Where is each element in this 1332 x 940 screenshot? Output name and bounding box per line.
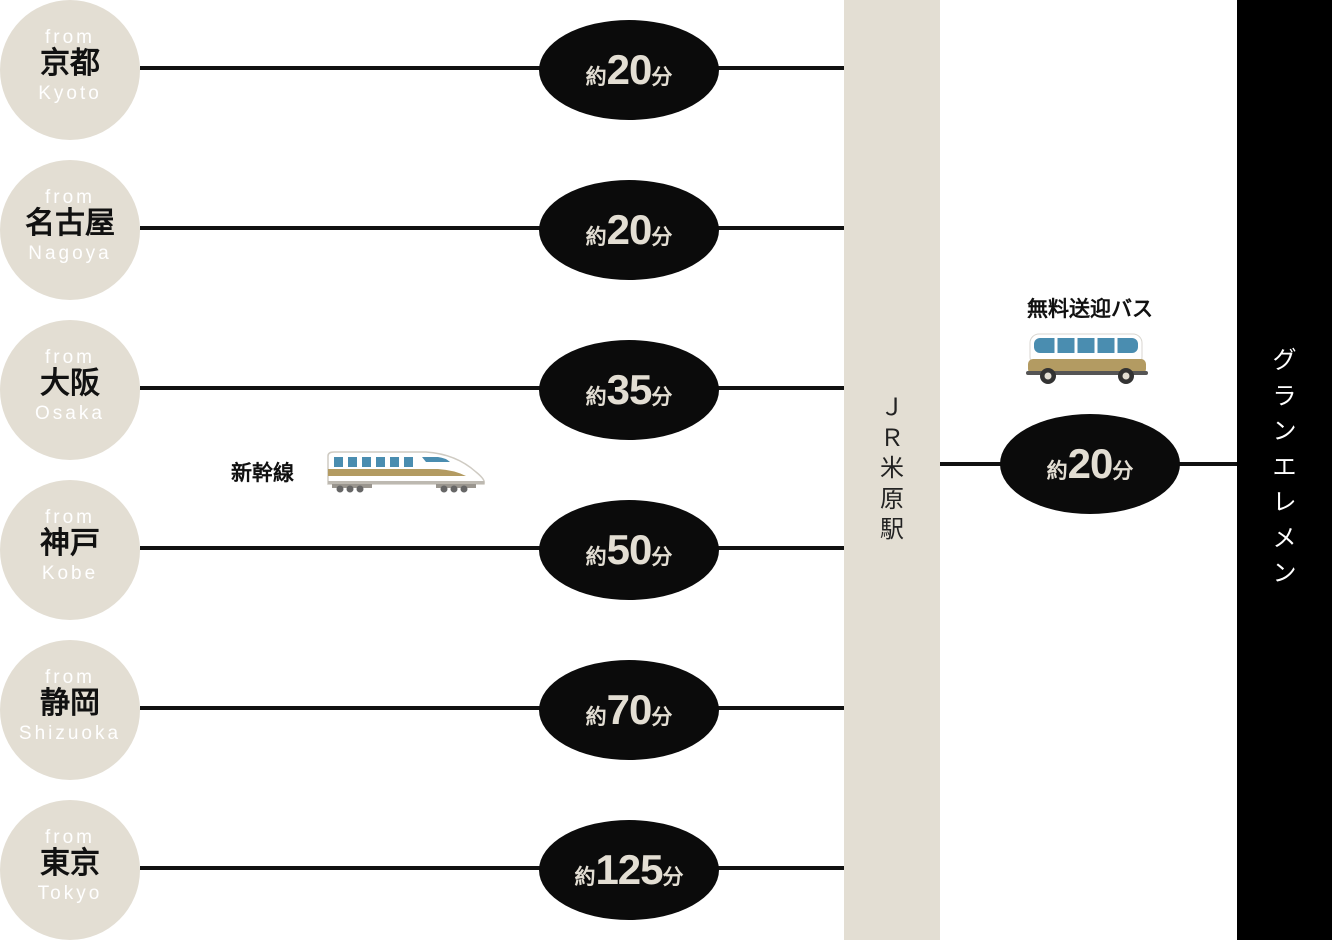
time-minutes: 125 <box>595 846 663 893</box>
bullet-train-icon <box>327 451 486 493</box>
route-line <box>140 66 844 70</box>
time-prefix: 約 <box>585 225 607 249</box>
origin-name-en: Tokyo <box>37 883 103 904</box>
time-minutes: 70 <box>606 686 653 733</box>
route-line <box>140 386 844 390</box>
dest-char-7: ン <box>1272 559 1297 587</box>
travel-time-badge: 約125分 <box>539 820 719 920</box>
origin-name-en: Kobe <box>41 563 99 584</box>
bus-title: 無料送迎バス <box>1027 297 1153 321</box>
time-minutes: 20 <box>606 46 653 93</box>
bus-icon <box>1026 333 1148 384</box>
time-prefix: 約 <box>585 705 607 729</box>
travel-time-badge: 約70分 <box>539 660 719 760</box>
origin-name-jp: 大阪 <box>40 366 100 401</box>
shinkansen-label: 新幹線 <box>231 461 294 485</box>
origin-name-jp: 京都 <box>40 46 100 81</box>
travel-time-badge: 約50分 <box>539 500 719 600</box>
time-prefix: 約 <box>585 65 607 89</box>
route-line <box>140 866 844 870</box>
time-minutes: 20 <box>1067 440 1114 487</box>
origin-from-label: from <box>45 27 95 48</box>
route-line <box>140 226 844 230</box>
route-line <box>140 546 844 550</box>
dest-char-3: ン <box>1272 417 1297 445</box>
origin-from-label: from <box>45 187 95 208</box>
time-suffix: 分 <box>662 865 684 889</box>
time-suffix: 分 <box>651 545 673 569</box>
time-minutes: 50 <box>606 526 653 573</box>
origin-from-label: from <box>45 827 95 848</box>
origin-name-jp: 名古屋 <box>25 206 115 241</box>
dest-char-6: メ <box>1272 523 1297 552</box>
station-label: Ｊ Ｒ 米 原 駅 <box>844 392 940 545</box>
time-prefix: 約 <box>574 865 596 889</box>
origin-name-en: Osaka <box>35 403 105 424</box>
destination-label: グ ラ ン エ レ メ ン <box>1237 343 1332 592</box>
station-char-3: 米 <box>880 454 904 482</box>
time-prefix: 約 <box>585 545 607 569</box>
travel-time-badge: 約35分 <box>539 340 719 440</box>
time-suffix: 分 <box>1112 459 1134 483</box>
origin-from-label: from <box>45 507 95 528</box>
time-minutes: 20 <box>606 206 653 253</box>
station-bar: Ｊ Ｒ 米 原 駅 <box>844 0 940 940</box>
time-suffix: 分 <box>651 65 673 89</box>
time-suffix: 分 <box>651 385 673 409</box>
station-char-5: 駅 <box>880 515 904 543</box>
origin-name-jp: 神戸 <box>40 526 100 561</box>
origin-name-jp: 静岡 <box>40 686 100 721</box>
station-char-2: Ｒ <box>880 423 904 452</box>
time-minutes: 35 <box>606 366 653 413</box>
travel-time-badge: 約20分 <box>539 20 719 120</box>
bus-time-badge: 約20分 <box>1000 414 1180 514</box>
origin-name-en: Kyoto <box>38 83 102 104</box>
origin-name-jp: 東京 <box>40 846 100 881</box>
origin-name-en: Nagoya <box>28 243 112 264</box>
time-prefix: 約 <box>1046 459 1068 483</box>
dest-char-2: ラ <box>1272 381 1297 410</box>
origin-from-label: from <box>45 667 95 688</box>
station-char-1: Ｊ <box>880 393 904 421</box>
travel-time-badge: 約20分 <box>539 180 719 280</box>
station-char-4: 原 <box>880 484 904 513</box>
time-prefix: 約 <box>585 385 607 409</box>
dest-char-4: エ <box>1272 452 1297 481</box>
origin-name-en: Shizuoka <box>18 723 122 744</box>
dest-char-1: グ <box>1272 346 1297 374</box>
route-line <box>140 706 844 710</box>
destination-bar: グ ラ ン エ レ メ ン <box>1237 0 1332 940</box>
origin-from-label: from <box>45 347 95 368</box>
time-suffix: 分 <box>651 705 673 729</box>
dest-char-5: レ <box>1272 488 1297 516</box>
time-suffix: 分 <box>651 225 673 249</box>
